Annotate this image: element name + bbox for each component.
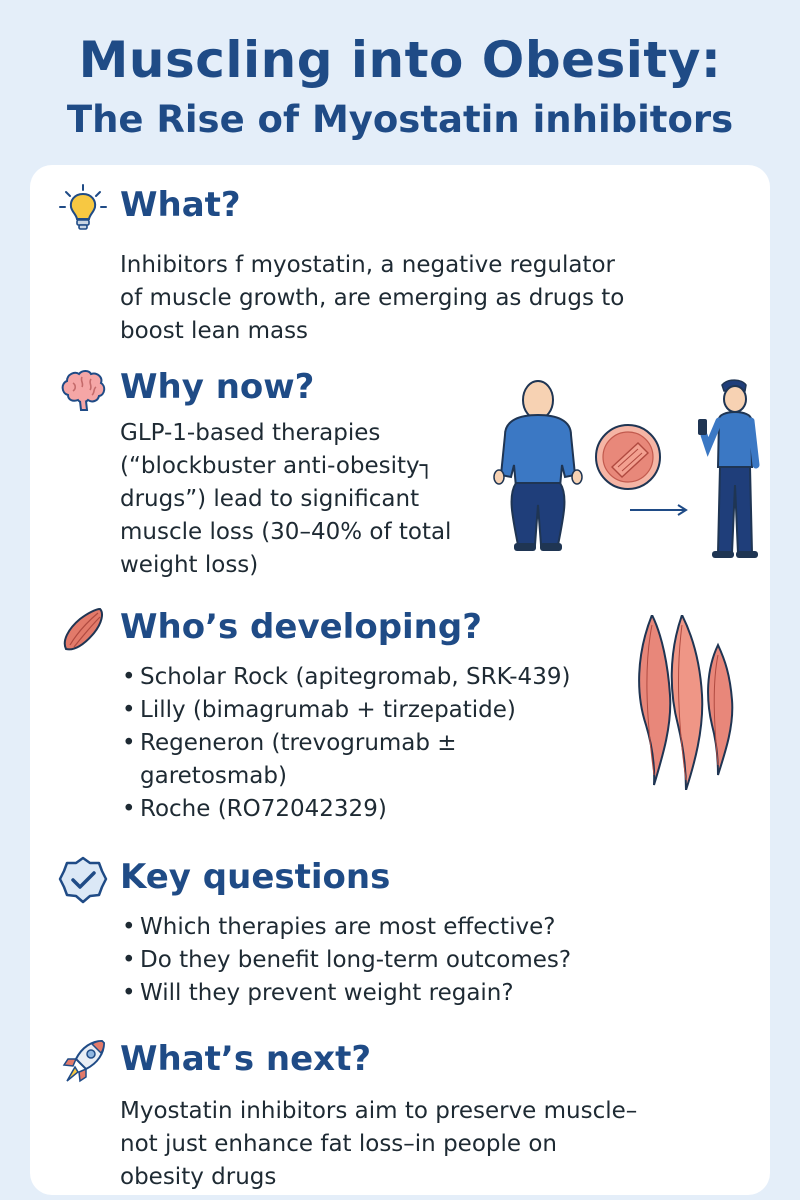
body-line: GLP-1-based therapies [120,420,381,446]
section-body: Myostatin inhibitors aim to preserve mus… [120,1095,720,1194]
arrow-icon [630,504,688,516]
body-line: not just enhance fat loss–in people on [120,1131,557,1157]
question-list: Which therapies are most effective? Do t… [120,911,640,1010]
section-heading: What’s next? [120,1039,372,1079]
body-line: drugs”) lead to significant [120,486,420,512]
section-whats-next: What’s next? Myostatin inhibitors aim to… [30,1037,770,1190]
muscle-cross-section [595,424,661,490]
obese-person-figure [493,380,583,551]
brain-icon [61,370,106,411]
body-line: (“blockbuster anti-obesity┐ [120,453,434,479]
rocket-icon [62,1039,106,1083]
list-item: Do they benefit long-term outcomes? [120,944,640,977]
page-title: Muscling into Obesity: The Rise of Myost… [0,28,800,146]
muscle-fibers-illustration [638,615,734,790]
body-line: of muscle growth, are emerging as drugs … [120,285,625,311]
section-body: Inhibitors f myostatin, a negative regul… [120,249,680,348]
body-line: Myostatin inhibitors aim to preserve mus… [120,1098,638,1124]
list-item: Will they prevent weight regain? [120,977,640,1010]
section-heading: What? [120,185,241,225]
body-line: boost lean mass [120,318,309,344]
weight-loss-illustration [493,379,760,558]
list-item: Scholar Rock (apitegromab, SRK-439) [120,661,640,694]
content-card: What? Inhibitors f myostatin, a negative… [30,165,770,1195]
section-whos-developing: Who’s developing? Scholar Rock (apitegro… [30,605,770,845]
body-line: muscle loss (30–40% of total [120,519,452,545]
list-item: Which therapies are most effective? [120,911,640,944]
title-line-1: Muscling into Obesity: [78,31,722,89]
section-what: What? Inhibitors f myostatin, a negative… [30,183,770,344]
section-heading: Why now? [120,367,315,407]
title-line-2: The Rise of Myostatin inhibitors [66,98,734,141]
body-line: weight loss) [120,552,259,578]
section-heading: Who’s developing? [120,607,482,647]
list-item: Lilly (bimagrumab + tirzepatide) [120,694,640,727]
developer-list: Scholar Rock (apitegromab, SRK-439) Lill… [120,661,640,826]
lean-person-figure [698,379,760,558]
body-line: Inhibitors f myostatin, a negative regul… [120,252,615,278]
lightbulb-icon [59,184,107,230]
section-key-questions: Key questions Which therapies are most e… [30,855,770,1025]
list-item: Regeneron (trevogrumab ± garetosmab) [120,727,520,793]
body-line: obesity drugs [120,1164,277,1190]
checkmark-badge-icon [58,856,108,904]
list-item: Roche (RO72042329) [120,793,640,826]
section-body: GLP-1-based therapies (“blockbuster anti… [120,417,500,582]
section-heading: Key questions [120,857,391,897]
muscle-fiber-icon [63,607,103,651]
section-why-now: Why now? GLP-1-based therapies (“blockbu… [30,365,770,595]
